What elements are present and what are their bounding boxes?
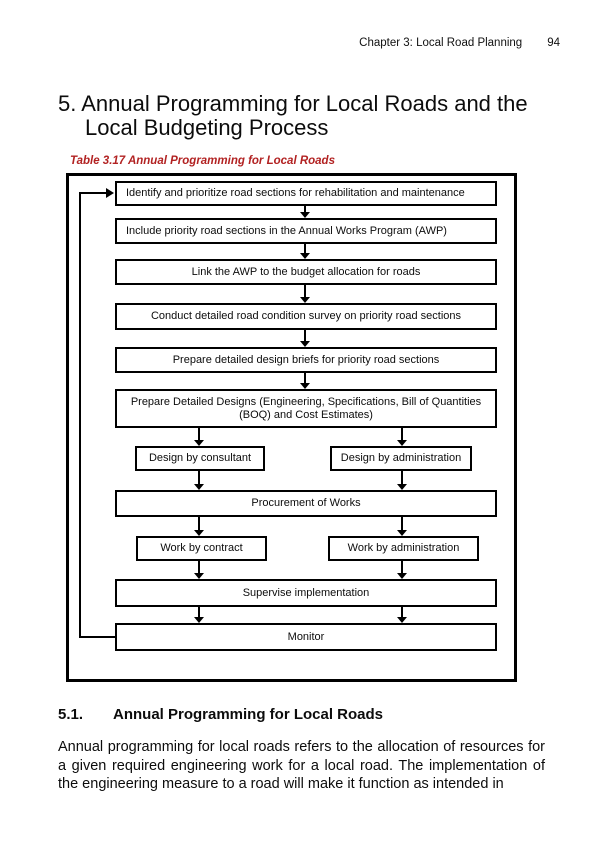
flow-arrow-down-icon bbox=[300, 244, 310, 259]
section-title: Annual Programming for Local Roads bbox=[113, 706, 384, 723]
node-identify-prioritize: Identify and prioritize road sections fo… bbox=[115, 181, 497, 206]
flow-arrow-down-icon bbox=[300, 285, 310, 303]
flow-arrow-down-icon bbox=[194, 561, 204, 579]
page-number: 94 bbox=[547, 37, 560, 49]
page-title: 5. Annual Programming for Local Roads an… bbox=[58, 91, 528, 140]
node-include-awp: Include priority road sections in the An… bbox=[115, 218, 497, 244]
node-condition-survey: Conduct detailed road condition survey o… bbox=[115, 303, 497, 330]
node-work-administration: Work by administration bbox=[328, 536, 479, 561]
chapter-label: Chapter 3: Local Road Planning bbox=[359, 37, 523, 49]
node-design-briefs: Prepare detailed design briefs for prior… bbox=[115, 347, 497, 373]
flow-arrow-down-icon bbox=[397, 428, 407, 446]
flow-arrow-down-icon bbox=[397, 517, 407, 536]
node-work-contract: Work by contract bbox=[136, 536, 267, 561]
flow-arrow-down-icon bbox=[300, 373, 310, 389]
flow-arrow-down-icon bbox=[300, 330, 310, 347]
flow-arrow-down-icon bbox=[397, 607, 407, 623]
figure-caption: Table 3.17 Annual Programming for Local … bbox=[70, 155, 335, 167]
node-design-consultant: Design by consultant bbox=[135, 446, 265, 471]
flow-arrow-down-icon bbox=[194, 471, 204, 490]
feedback-arrowhead-icon bbox=[106, 188, 114, 198]
section-number: 5.1. bbox=[58, 706, 84, 723]
node-procurement: Procurement of Works bbox=[115, 490, 497, 517]
section-heading: 5.1. Annual Programming for Local Roads bbox=[58, 706, 383, 723]
flow-arrow-down-icon bbox=[194, 607, 204, 623]
feedback-line-vertical bbox=[79, 192, 81, 638]
flowchart: Identify and prioritize road sections fo… bbox=[66, 173, 517, 682]
node-detailed-designs: Prepare Detailed Designs (Engineering, S… bbox=[115, 389, 497, 428]
flow-arrow-down-icon bbox=[300, 206, 310, 218]
flow-arrow-down-icon bbox=[194, 517, 204, 536]
flow-arrow-down-icon bbox=[194, 428, 204, 446]
running-header: Chapter 3: Local Road Planning 94 bbox=[359, 37, 560, 49]
flow-arrow-down-icon bbox=[397, 471, 407, 490]
node-supervise: Supervise implementation bbox=[115, 579, 497, 607]
feedback-line-top bbox=[79, 192, 107, 194]
node-link-budget: Link the AWP to the budget allocation fo… bbox=[115, 259, 497, 285]
node-monitor: Monitor bbox=[115, 623, 497, 651]
feedback-line-bottom bbox=[79, 636, 115, 638]
node-design-administration: Design by administration bbox=[330, 446, 472, 471]
flow-arrow-down-icon bbox=[397, 561, 407, 579]
body-paragraph: Annual programming for local roads refer… bbox=[58, 739, 545, 792]
